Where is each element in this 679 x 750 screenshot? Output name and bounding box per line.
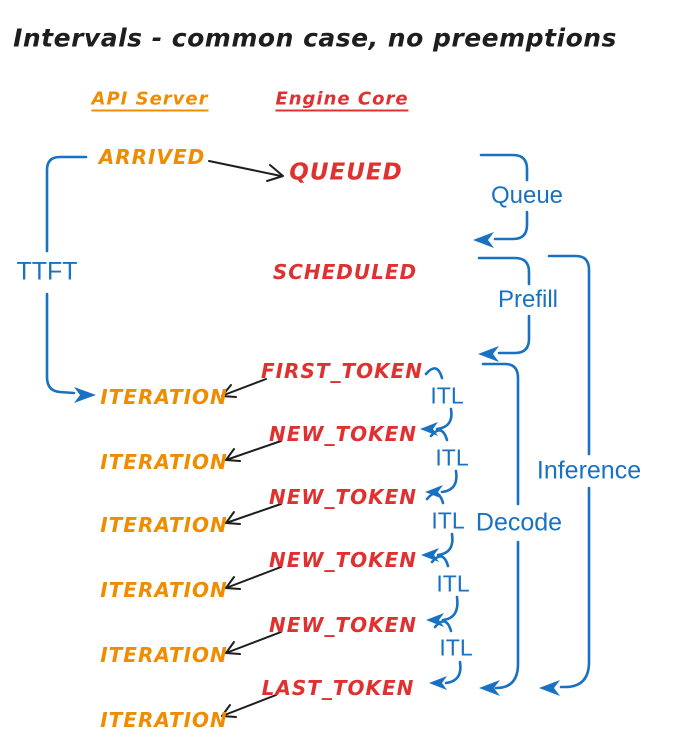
arrow-new-token4-to-iteration	[225, 631, 282, 655]
event-iteration-4: ITERATION	[100, 578, 228, 602]
itl-bracket-5	[429, 620, 462, 690]
event-last-token: LAST_TOKEN	[261, 676, 415, 700]
arrow-last-token-to-iteration	[221, 694, 277, 718]
event-iteration-6: ITERATION	[100, 708, 228, 732]
event-iteration-1: ITERATION	[100, 385, 228, 409]
decode-bracket	[479, 362, 520, 696]
arrow-first-token-to-iteration	[221, 378, 267, 398]
event-new-token-4: NEW_TOKEN	[268, 613, 418, 637]
event-first-token: FIRST_TOKEN	[260, 359, 424, 383]
diagram-title: Intervals - common case, no preemptions	[13, 23, 617, 53]
interval-itl-label-3: ITL	[431, 507, 465, 534]
event-iteration-2: ITERATION	[100, 450, 228, 474]
interval-decode-label: Decode	[475, 508, 563, 537]
arrow-new-token2-to-iteration	[225, 503, 282, 525]
event-iteration-3: ITERATION	[100, 513, 228, 537]
event-new-token-1: NEW_TOKEN	[268, 422, 418, 446]
interval-queue-label: Queue	[490, 182, 564, 209]
event-new-token-2: NEW_TOKEN	[268, 485, 418, 509]
interval-itl-label-1: ITL	[430, 382, 464, 409]
arrow-arrived-to-queued	[208, 160, 284, 182]
prefill-bracket	[477, 256, 531, 362]
interval-itl-label-5: ITL	[439, 634, 473, 661]
arrow-new-token1-to-iteration	[225, 440, 282, 462]
event-arrived: ARRIVED	[98, 145, 206, 169]
ttft-bracket	[45, 155, 96, 403]
column-header-engine-core: Engine Core	[275, 88, 409, 112]
interval-ttft-label: TTFT	[16, 257, 78, 286]
interval-itl-label-4: ITL	[436, 570, 470, 597]
queue-bracket	[473, 153, 529, 248]
event-new-token-3: NEW_TOKEN	[268, 548, 418, 572]
column-header-api-server: API Server	[91, 88, 209, 112]
interval-inference-label: Inference	[536, 456, 642, 485]
inference-bracket	[539, 254, 591, 696]
event-queued: QUEUED	[289, 159, 403, 186]
event-iteration-5: ITERATION	[100, 643, 228, 667]
interval-itl-label-2: ITL	[435, 444, 469, 471]
arrow-new-token3-to-iteration	[225, 566, 282, 590]
interval-prefill-label: Prefill	[497, 286, 559, 313]
event-scheduled: SCHEDULED	[272, 260, 418, 284]
